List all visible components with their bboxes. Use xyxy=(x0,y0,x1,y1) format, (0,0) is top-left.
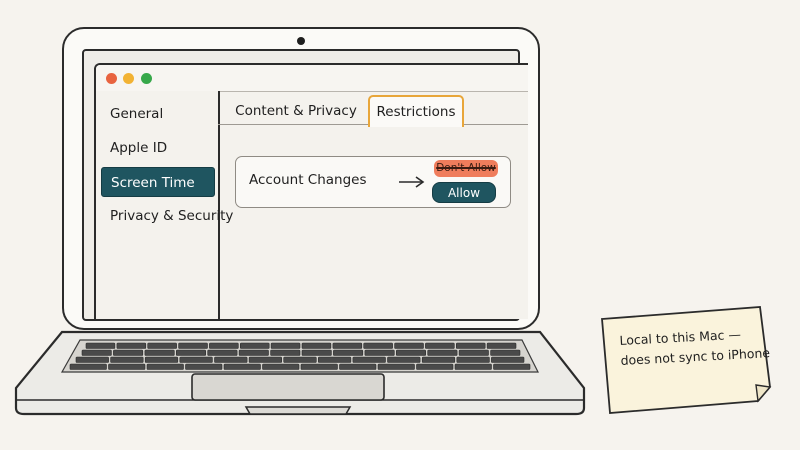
note-text: Local to this Mac — does not sync to iPh… xyxy=(619,323,773,371)
key xyxy=(456,356,490,363)
key xyxy=(427,349,458,356)
sticky-note: Local to this Mac — does not sync to iPh… xyxy=(600,305,780,415)
key xyxy=(116,342,147,349)
allow-option[interactable]: Allow xyxy=(432,182,496,203)
key xyxy=(300,363,338,370)
tab-content-privacy[interactable]: Content & Privacy xyxy=(235,103,357,119)
key xyxy=(110,356,144,363)
key xyxy=(113,349,144,356)
laptop-screen: General Apple ID Screen Time Privacy & S… xyxy=(82,49,528,321)
key xyxy=(491,356,525,363)
key xyxy=(75,356,109,363)
keyboard xyxy=(14,330,586,416)
laptop-base xyxy=(14,330,586,420)
key xyxy=(223,363,261,370)
key xyxy=(493,363,531,370)
key xyxy=(283,356,317,363)
minimize-button[interactable] xyxy=(123,73,134,84)
tab-restrictions[interactable]: Restrictions xyxy=(368,95,464,127)
key xyxy=(262,363,300,370)
key xyxy=(81,349,112,356)
key xyxy=(214,356,248,363)
key xyxy=(147,342,177,349)
key xyxy=(339,363,377,370)
key xyxy=(486,342,517,349)
key xyxy=(301,342,332,349)
sidebar: General Apple ID Screen Time Privacy & S… xyxy=(96,91,234,319)
key xyxy=(364,349,395,356)
key xyxy=(377,363,415,370)
key xyxy=(363,342,393,349)
settings-window: General Apple ID Screen Time Privacy & S… xyxy=(94,63,528,319)
key xyxy=(144,356,179,363)
key xyxy=(144,349,175,356)
sidebar-item-general[interactable]: General xyxy=(110,106,164,122)
key xyxy=(238,349,269,356)
key xyxy=(179,356,213,363)
key xyxy=(108,363,146,370)
key xyxy=(333,349,364,356)
sidebar-item-privacy-security[interactable]: Privacy & Security xyxy=(110,208,234,224)
key xyxy=(387,356,421,363)
key xyxy=(395,349,426,356)
key xyxy=(301,349,332,356)
key xyxy=(454,363,492,370)
window-titlebar xyxy=(96,65,528,92)
key xyxy=(455,342,486,349)
key xyxy=(69,363,107,370)
zoom-button[interactable] xyxy=(141,73,152,84)
key xyxy=(458,349,489,356)
key xyxy=(178,342,208,349)
sticky-note-paper xyxy=(601,306,772,414)
key xyxy=(394,342,424,349)
key xyxy=(240,342,270,349)
key xyxy=(209,342,239,349)
key xyxy=(248,356,283,363)
camera-icon xyxy=(297,37,305,45)
dont-allow-option[interactable]: Don't Allow xyxy=(434,160,498,177)
sidebar-item-screen-time[interactable]: Screen Time xyxy=(101,167,215,197)
key xyxy=(270,349,301,356)
key xyxy=(421,356,456,363)
account-changes-row: Account Changes Don't Allow Allow xyxy=(235,156,511,208)
key xyxy=(185,363,223,370)
key xyxy=(416,363,454,370)
account-changes-label: Account Changes xyxy=(249,172,367,188)
key xyxy=(332,342,363,349)
sidebar-item-apple-id[interactable]: Apple ID xyxy=(110,140,168,156)
key xyxy=(425,342,455,349)
trackpad xyxy=(191,373,385,401)
key xyxy=(176,349,207,356)
laptop-lid: General Apple ID Screen Time Privacy & S… xyxy=(62,27,540,330)
arrow-right-icon xyxy=(399,176,425,188)
key xyxy=(85,342,116,349)
key xyxy=(490,349,521,356)
key xyxy=(146,363,184,370)
key xyxy=(317,356,352,363)
close-button[interactable] xyxy=(106,73,117,84)
main-content: Content & Privacy Restrictions Account C… xyxy=(218,91,528,319)
key xyxy=(207,349,238,356)
key xyxy=(270,342,301,349)
key xyxy=(352,356,386,363)
